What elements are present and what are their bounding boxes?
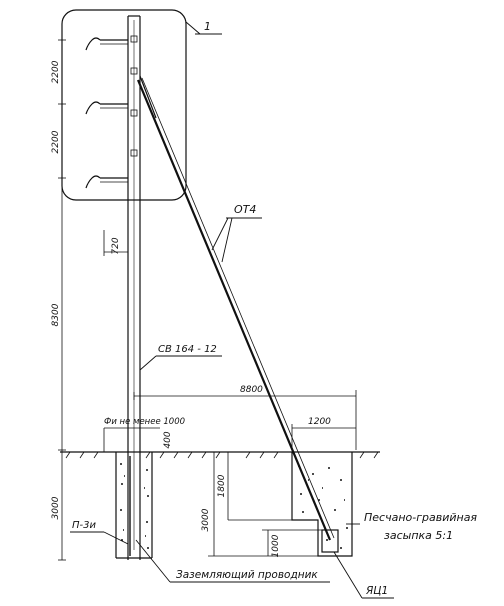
- pole-pit: [115, 452, 153, 559]
- guy-wire-leader-1: [211, 217, 229, 251]
- dim-8800: 8800: [240, 385, 263, 395]
- guy-wire: [136, 75, 335, 541]
- dimension-720: [103, 230, 128, 256]
- dimension-8800: [133, 390, 357, 450]
- pole-type-label: СВ 164 - 12: [158, 344, 217, 355]
- dimension-depth-right: [208, 451, 322, 557]
- pole: [127, 15, 141, 560]
- dim-8300: 8300: [51, 303, 61, 326]
- anchor-plate-label: П-3и: [72, 520, 96, 531]
- ground-wire-leader: [135, 539, 171, 583]
- dim-3000-right: 3000: [201, 508, 211, 531]
- dim-1000: 1000: [271, 534, 281, 557]
- anchor-pit: [291, 452, 353, 557]
- ground-wire-label: Заземляющий проводник: [176, 569, 318, 581]
- callout-leader: [185, 21, 201, 35]
- backfill-label-line2: засыпка 5:1: [384, 529, 453, 542]
- dimension-1200: [291, 424, 356, 450]
- guy-wire-label: ОТ4: [234, 203, 256, 216]
- guy-wire-leader-2: [221, 217, 233, 263]
- dim-3000-left: 3000: [51, 496, 61, 519]
- anchor-leader: [333, 551, 363, 599]
- backfill-label-line1: Песчано-гравийная: [364, 511, 477, 524]
- dim-400: 400: [163, 431, 173, 448]
- callout-label: 1: [204, 20, 211, 33]
- crossarm-middle: [85, 101, 128, 115]
- anchor-plate-leader: [103, 531, 129, 545]
- ground-line: [60, 451, 380, 459]
- dimension-chain-left: [58, 39, 66, 561]
- crossarm-bottom: [85, 175, 128, 189]
- dim-2200-top: 2200: [51, 60, 61, 83]
- crossarm-top: [85, 37, 128, 51]
- dim-1200: 1200: [308, 417, 331, 427]
- anchor-label: ЯЦ1: [365, 585, 388, 597]
- dim-1800: 1800: [217, 474, 227, 497]
- pit-note-label: Фи не менее 1000: [104, 417, 185, 427]
- detail-frame: [61, 9, 187, 201]
- pole-type-leader: [139, 355, 157, 371]
- dim-720: 720: [111, 237, 121, 254]
- dim-2200-mid: 2200: [51, 130, 61, 153]
